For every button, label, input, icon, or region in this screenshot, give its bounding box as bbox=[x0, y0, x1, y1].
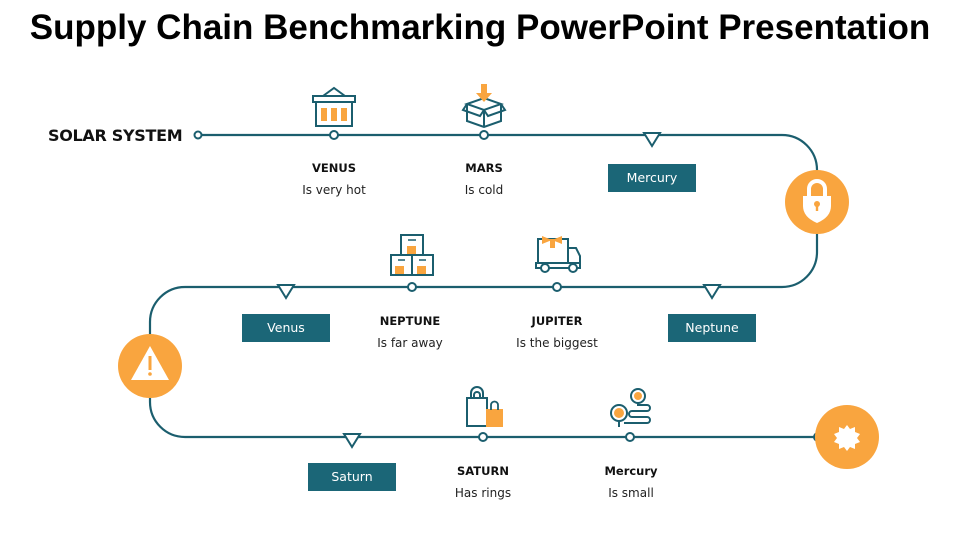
location-route-icon bbox=[610, 388, 651, 427]
lock-icon bbox=[785, 170, 849, 234]
marker-triangle bbox=[276, 284, 296, 300]
milestone-heading: SATURN bbox=[457, 464, 509, 478]
milestone-text: Is very hot bbox=[302, 183, 366, 197]
milestone-text: Has rings bbox=[454, 486, 512, 500]
milestone-mars: MARS Is cold bbox=[414, 161, 554, 197]
start-label: SOLAR SYSTEM bbox=[48, 126, 183, 145]
delivery-truck-icon bbox=[535, 236, 581, 273]
node-mars bbox=[479, 130, 489, 140]
marker-triangle bbox=[702, 284, 722, 300]
milestone-jupiter: JUPITER Is the biggest bbox=[487, 314, 627, 350]
stacked-boxes-icon bbox=[390, 234, 434, 276]
gear-icon bbox=[815, 405, 879, 469]
timeline-line bbox=[148, 133, 819, 439]
milestone-heading: MARS bbox=[465, 161, 503, 175]
tag-neptune: Neptune bbox=[668, 314, 756, 342]
node-neptune bbox=[407, 282, 417, 292]
slide-title: Supply Chain Benchmarking PowerPoint Pre… bbox=[29, 8, 931, 47]
package-box-icon bbox=[461, 84, 507, 129]
milestone-heading: NEPTUNE bbox=[379, 314, 441, 328]
milestone-text: Is the biggest bbox=[516, 336, 598, 350]
shopping-basket-icon bbox=[312, 86, 356, 127]
node-jupiter bbox=[552, 282, 562, 292]
milestone-text: Is far away bbox=[377, 336, 443, 350]
shopping-bag-icon bbox=[466, 386, 503, 427]
node-saturn bbox=[478, 432, 488, 442]
marker-triangle bbox=[342, 433, 362, 449]
marker-triangle bbox=[642, 132, 662, 148]
warning-icon bbox=[118, 334, 182, 398]
milestone-heading: JUPITER bbox=[531, 314, 583, 328]
milestone-saturn: SATURN Has rings bbox=[413, 464, 553, 500]
tag-venus: Venus bbox=[242, 314, 330, 342]
start-node bbox=[193, 130, 203, 140]
milestone-venus: VENUS Is very hot bbox=[264, 161, 404, 197]
node-mercury bbox=[625, 432, 635, 442]
node-venus bbox=[329, 130, 339, 140]
tag-saturn: Saturn bbox=[308, 463, 396, 491]
milestone-neptune: NEPTUNE Is far away bbox=[340, 314, 480, 350]
milestone-text: Is small bbox=[608, 486, 654, 500]
tag-mercury: Mercury bbox=[608, 164, 696, 192]
milestone-heading: VENUS bbox=[311, 161, 356, 175]
milestone-text: Is cold bbox=[464, 183, 504, 197]
milestone-mercury: Mercury Is small bbox=[561, 464, 701, 500]
milestone-heading: Mercury bbox=[604, 464, 658, 478]
